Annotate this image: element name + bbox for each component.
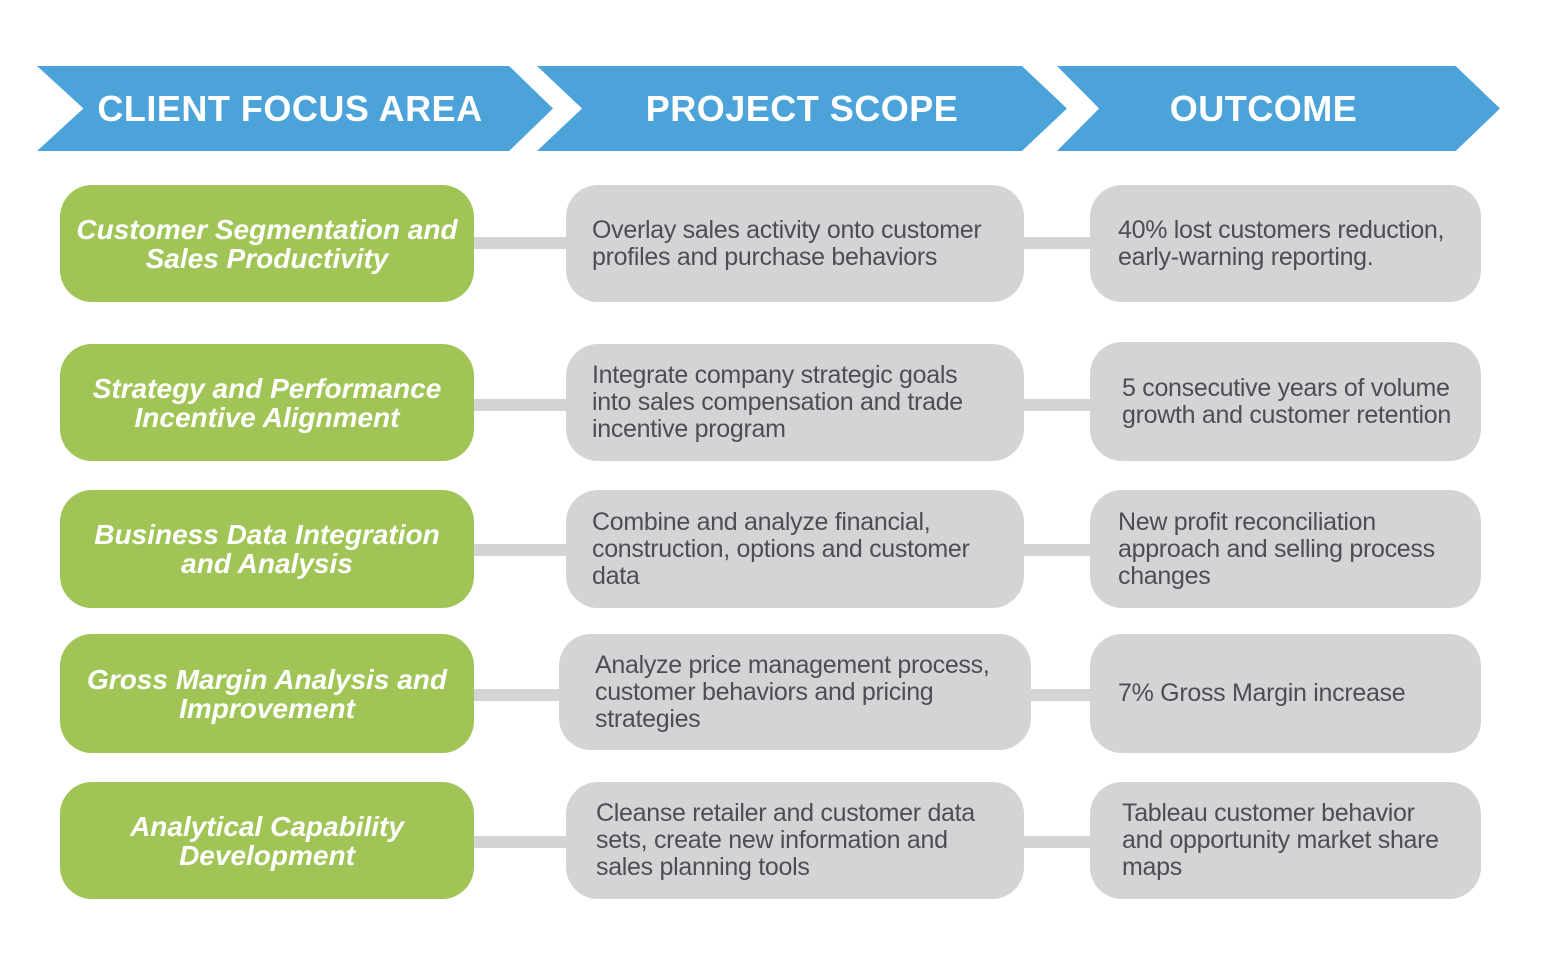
connector-scope-outcome-5 (1020, 836, 1095, 848)
scope-text-5: Cleanse retailer and customer data sets,… (596, 799, 975, 881)
scope-text-2: Integrate company strategic goals into s… (592, 361, 963, 443)
outcome-text-1: 40% lost customers reduction, early-warn… (1118, 215, 1445, 271)
outcome-box-5: Tableau customer behavior and opportunit… (1090, 782, 1481, 899)
focus-box-5: Analytical Capability Development (60, 782, 474, 899)
focus-box-3: Business Data Integration and Analysis (60, 490, 474, 608)
scope-text-4: Analyze price management process, custom… (595, 650, 990, 733)
scope-box-4: Analyze price management process, custom… (559, 634, 1031, 750)
focus-box-2: Strategy and Performance Incentive Align… (60, 344, 474, 461)
focus-text-1: Customer Segmentation and Sales Producti… (76, 213, 458, 274)
focus-text-5: Analytical Capability Development (130, 810, 404, 871)
outcome-box-4: 7% Gross Margin increase (1090, 634, 1481, 753)
connector-scope-outcome-2 (1020, 399, 1095, 411)
header-project-scope: PROJECT SCOPE (537, 66, 1067, 151)
outcome-box-2: 5 consecutive years of volume growth and… (1090, 342, 1481, 461)
connector-scope-outcome-4 (1025, 689, 1095, 701)
focus-text-3: Business Data Integration and Analysis (94, 519, 440, 579)
connector-focus-scope-1 (470, 237, 570, 249)
outcome-text-4: 7% Gross Margin increase (1118, 679, 1406, 707)
outcome-text-2: 5 consecutive years of volume growth and… (1122, 373, 1451, 429)
scope-text-3: Combine and analyze financial, construct… (592, 507, 970, 590)
outcome-text-3: New profit reconciliation approach and s… (1118, 507, 1435, 590)
scope-box-1: Overlay sales activity onto customer pro… (566, 185, 1024, 302)
connector-scope-outcome-1 (1020, 237, 1095, 249)
scope-box-2: Integrate company strategic goals into s… (566, 344, 1024, 461)
scope-box-5: Cleanse retailer and customer data sets,… (566, 782, 1024, 899)
scope-text-1: Overlay sales activity onto customer pro… (592, 215, 982, 271)
focus-box-1: Customer Segmentation and Sales Producti… (60, 185, 474, 302)
header-client-focus-area: CLIENT FOCUS AREA (37, 66, 553, 151)
outcome-box-3: New profit reconciliation approach and s… (1090, 490, 1481, 608)
focus-box-4: Gross Margin Analysis and Improvement (60, 634, 474, 753)
header-outcome-label: OUTCOME (1169, 87, 1358, 129)
connector-scope-outcome-3 (1020, 544, 1095, 556)
connector-focus-scope-5 (470, 836, 570, 848)
outcome-text-5: Tableau customer behavior and opportunit… (1122, 799, 1439, 881)
focus-text-2: Strategy and Performance Incentive Align… (92, 372, 442, 433)
outcome-box-1: 40% lost customers reduction, early-warn… (1090, 185, 1481, 302)
connector-focus-scope-2 (470, 399, 570, 411)
connector-focus-scope-4 (470, 689, 565, 701)
focus-text-4: Gross Margin Analysis and Improvement (87, 663, 447, 724)
scope-box-3: Combine and analyze financial, construct… (566, 490, 1024, 608)
header-client-focus-area-label: CLIENT FOCUS AREA (97, 87, 483, 129)
connector-focus-scope-3 (470, 544, 570, 556)
header-outcome: OUTCOME (1057, 66, 1500, 151)
header-project-scope-label: PROJECT SCOPE (645, 87, 959, 129)
